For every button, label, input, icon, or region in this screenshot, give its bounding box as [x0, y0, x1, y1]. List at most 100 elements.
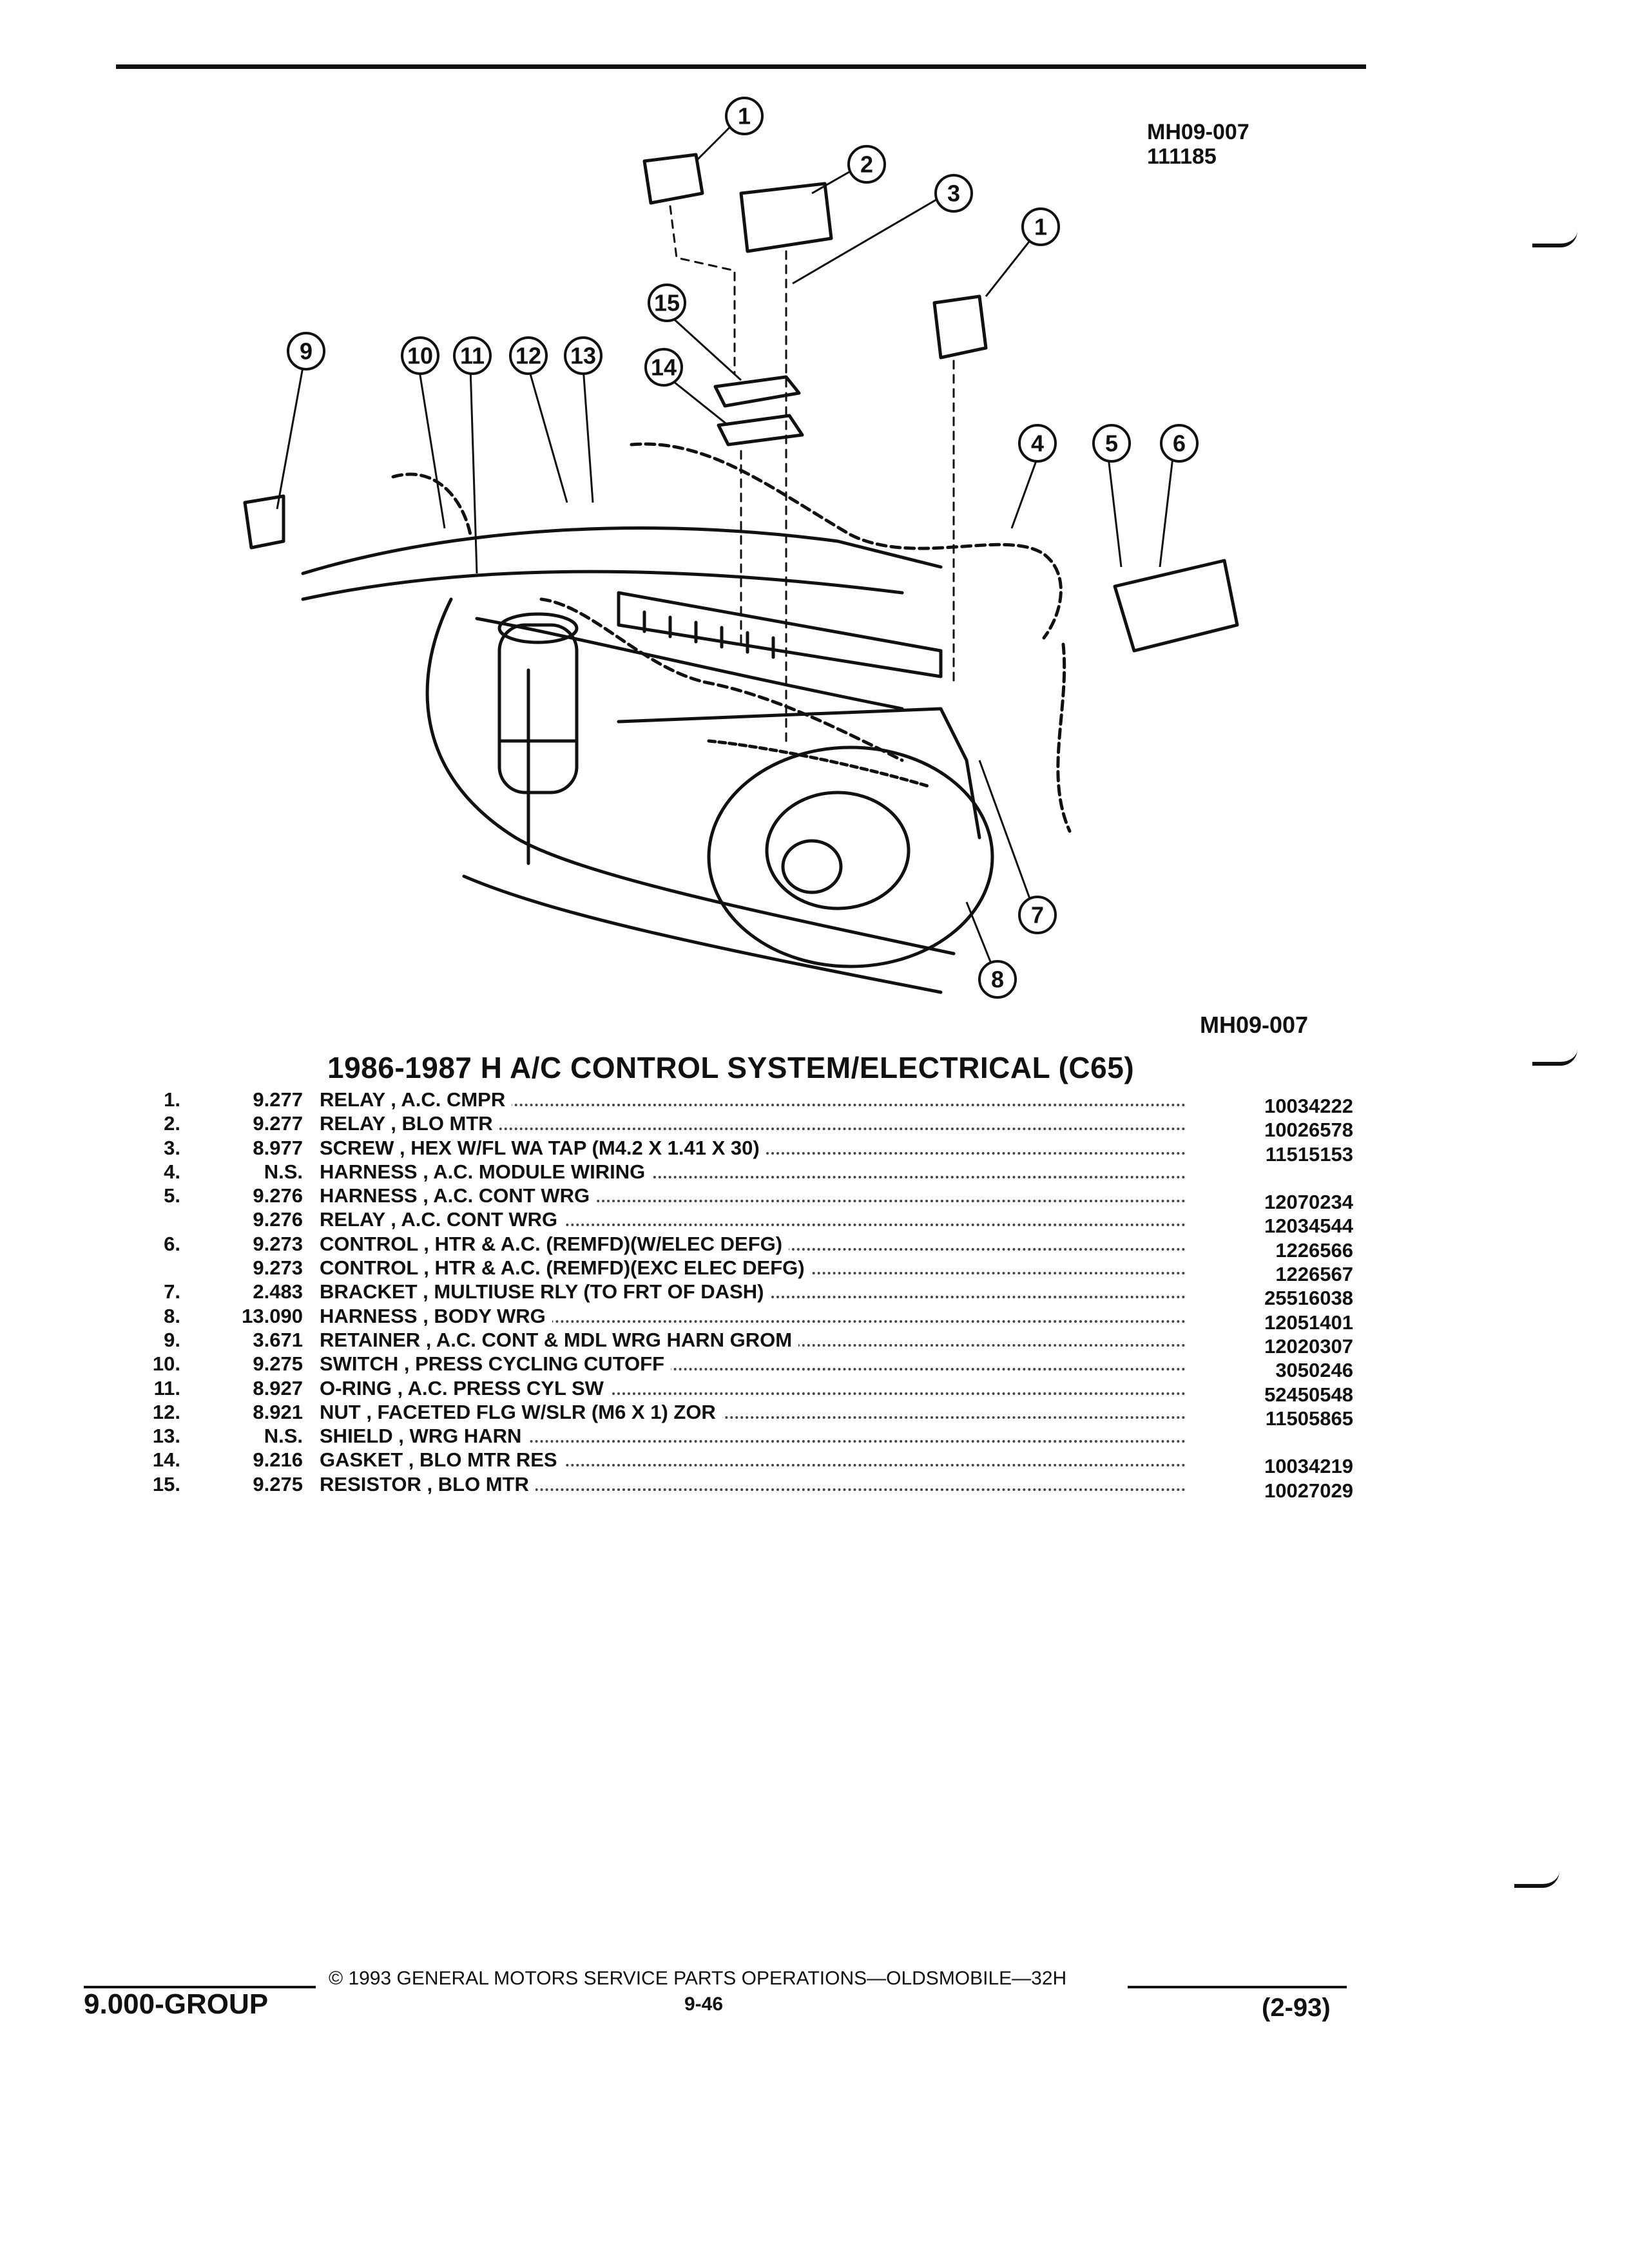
retainer — [243, 494, 285, 550]
body-harness — [707, 739, 930, 788]
footer-group: 9.000-GROUP — [84, 1988, 269, 2020]
part-number: 12034544 — [1224, 1214, 1353, 1238]
callout-5: 5 — [1105, 430, 1118, 457]
part-description: SWITCH , PRESS CYCLING CUTOFF — [320, 1352, 1353, 1376]
part-index: 15. — [152, 1472, 180, 1495]
part-description: RELAY , A.C. CONT WRG — [320, 1207, 1353, 1231]
part-index: 2. — [164, 1112, 180, 1135]
part-group-number: N.S. — [264, 1160, 303, 1183]
harness-right — [1056, 642, 1072, 833]
part-description: O-RING , A.C. PRESS CYL SW — [320, 1376, 1353, 1400]
part-group-number: 13.090 — [242, 1304, 303, 1327]
part-index: 4. — [164, 1160, 180, 1183]
part-number: 10026578 — [1224, 1118, 1353, 1142]
part-description: CONTROL , HTR & A.C. (REMFD)(EXC ELEC DE… — [320, 1256, 1353, 1280]
part-description-text: SCREW , HEX W/FL WA TAP (M4.2 X 1.41 X 3… — [320, 1136, 766, 1159]
part-description-text: CONTROL , HTR & A.C. (REMFD)(W/ELEC DEFG… — [320, 1232, 789, 1255]
parts-row: 9.276 RELAY , A.C. CONT WRG 12034544 — [135, 1207, 1353, 1238]
callout-15: 15 — [654, 290, 680, 316]
part-description-text: RETAINER , A.C. CONT & MDL WRG HARN GROM — [320, 1328, 799, 1351]
control-module — [1113, 559, 1239, 653]
part-index: 3. — [164, 1136, 180, 1159]
blower-housing — [707, 745, 994, 968]
part-number: 10027029 — [1224, 1478, 1353, 1503]
cowl-line — [475, 617, 904, 711]
part-number: 52450548 — [1224, 1382, 1353, 1407]
footer-rule-left — [84, 1986, 316, 1988]
relay-bracket — [617, 591, 943, 678]
dash-lower-edge — [301, 570, 904, 601]
part-group-number: 9.276 — [253, 1184, 303, 1207]
part-description: BRACKET , MULTIUSE RLY (TO FRT OF DASH) — [320, 1280, 1353, 1303]
callout-9: 9 — [300, 338, 313, 365]
relay-2 — [739, 182, 833, 253]
part-description: GASKET , BLO MTR RES — [320, 1448, 1353, 1472]
harness-left — [391, 472, 472, 537]
part-description-text: RELAY , A.C. CMPR — [320, 1088, 512, 1111]
part-number: 25516038 — [1224, 1286, 1353, 1311]
harness-lower — [539, 597, 904, 762]
part-description: SHIELD , WRG HARN — [320, 1424, 1353, 1448]
part-index: 1. — [164, 1088, 180, 1111]
part-description-text: RELAY , A.C. CONT WRG — [320, 1208, 564, 1231]
callout-3: 3 — [947, 180, 960, 207]
parts-row: 4. N.S. HARNESS , A.C. MODULE WIRING — [135, 1160, 1353, 1184]
bracket-teeth — [642, 610, 775, 659]
part-description-text: HARNESS , A.C. MODULE WIRING — [320, 1160, 652, 1183]
callout-13: 13 — [570, 343, 596, 369]
footer-date: (2-93) — [1262, 1994, 1331, 2022]
relay-1-right — [932, 294, 988, 360]
part-description: RELAY , BLO MTR — [320, 1111, 1353, 1135]
part-group-number: 9.276 — [253, 1208, 303, 1231]
footer-page-number: 9-46 — [684, 1994, 724, 2015]
part-description-text: HARNESS , A.C. CONT WRG — [320, 1184, 597, 1207]
part-index: 13. — [152, 1425, 180, 1448]
ref-number-top: 111185 — [1147, 144, 1217, 169]
callout-6: 6 — [1173, 430, 1186, 457]
relay-1-left — [642, 153, 704, 205]
parts-row: 3. 8.977 SCREW , HEX W/FL WA TAP (M4.2 X 1… — [135, 1136, 1353, 1166]
callout-11: 11 — [460, 343, 485, 369]
edge-mark — [1514, 1871, 1559, 1888]
part-index: 10. — [152, 1352, 180, 1376]
part-description: RETAINER , A.C. CONT & MDL WRG HARN GROM — [320, 1328, 1353, 1352]
part-number: 11505865 — [1224, 1406, 1353, 1430]
part-description: NUT , FACETED FLG W/SLR (M6 X 1) ZOR — [320, 1400, 1353, 1424]
part-description: HARNESS , A.C. CONT WRG — [320, 1184, 1353, 1207]
part-description-text: HARNESS , BODY WRG — [320, 1304, 552, 1327]
callout-1-left: 1 — [738, 103, 751, 130]
part-number: 10034222 — [1224, 1094, 1353, 1118]
section-title: 1986-1987 H A/C CONTROL SYSTEM/ELECTRICA… — [327, 1051, 1135, 1084]
part-group-number: 9.216 — [253, 1448, 303, 1472]
callout-2: 2 — [860, 151, 873, 178]
part-group-number: 9.275 — [253, 1472, 303, 1495]
part-index: 14. — [152, 1448, 180, 1472]
parts-row: 13.N.S.SHIELD , WRG HARN — [135, 1424, 1353, 1448]
part-index: 7. — [164, 1280, 180, 1303]
callout-4: 4 — [1031, 430, 1044, 457]
part-group-number: 9.275 — [253, 1352, 303, 1376]
part-description: HARNESS , A.C. MODULE WIRING — [320, 1160, 1353, 1184]
housing-box — [617, 707, 981, 840]
part-description-text: O-RING , A.C. PRESS CYL SW — [320, 1376, 610, 1399]
edge-mark — [1532, 1049, 1577, 1066]
part-description: SCREW , HEX W/FL WA TAP (M4.2 X 1.41 X 3… — [320, 1136, 1353, 1160]
part-description-text: CONTROL , HTR & A.C. (REMFD)(EXC ELEC DE… — [320, 1256, 811, 1280]
part-description: HARNESS , BODY WRG — [320, 1304, 1353, 1328]
blower-motor — [765, 791, 911, 910]
part-group-number: 8.977 — [253, 1136, 303, 1159]
callout-7: 7 — [1031, 902, 1044, 928]
part-number: 3050246 — [1224, 1358, 1353, 1383]
callout-8: 8 — [991, 966, 1004, 993]
exploded-diagram: 1 2 3 1 15 14 9 10 11 12 13 4 5 6 7 8 — [0, 0, 1629, 1031]
